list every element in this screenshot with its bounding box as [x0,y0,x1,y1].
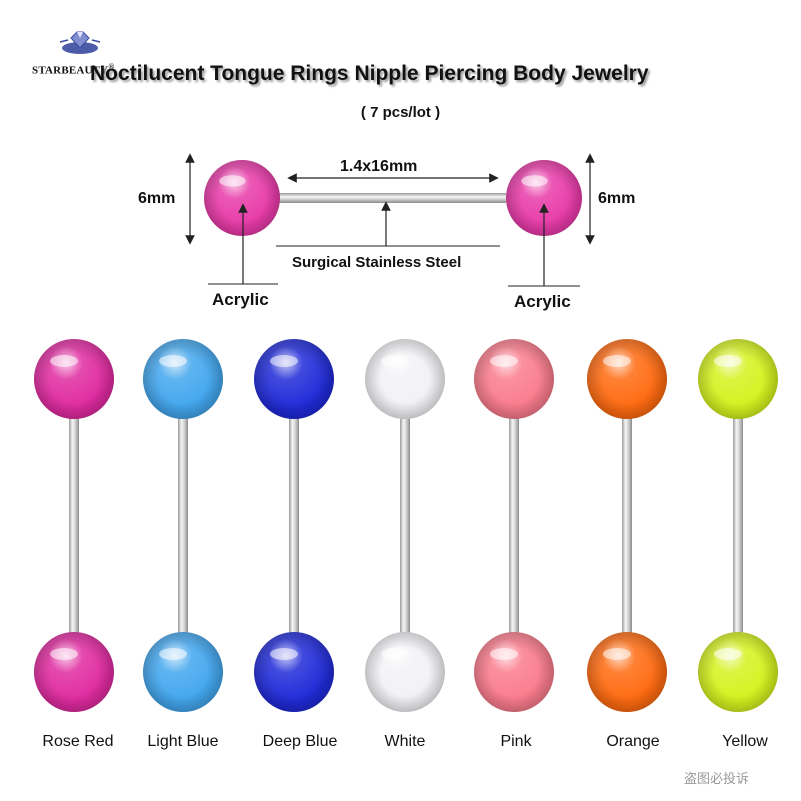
product-barbell [587,339,667,712]
product-barbell [365,339,445,712]
product-ball-top [698,339,778,419]
product-ball-top [587,339,667,419]
watermark-text: 盗图必投诉 [684,771,750,786]
ball-left-size-label: 6mm [138,190,176,207]
product-ball-top [254,339,334,419]
ball-highlight [490,648,518,660]
product-name-label: Orange [606,733,660,750]
diagram-ball [204,160,280,236]
ball-gloss [587,339,667,419]
page-subtitle: ( 7 pcs/lot ) [360,104,441,121]
product-barbell [698,339,778,712]
product-ball-top [34,339,114,419]
product-ball-top [365,339,445,419]
bar-material-label: Surgical Stainless Steel [292,254,462,271]
product-ball-bottom [474,632,554,712]
product-name-label: Rose Red [42,733,114,750]
product-name-label: Light Blue [147,733,219,750]
product-ball-top [143,339,223,419]
ball-gloss [143,632,223,712]
product-bar [509,405,519,645]
ball-highlight [603,648,631,660]
ball-gloss [254,339,334,419]
product-list [34,339,778,712]
product-ball-bottom [34,632,114,712]
ball-gloss [698,339,778,419]
diagram-bar [270,193,506,203]
ball-highlight [714,355,742,367]
product-bar [289,405,299,645]
ball-gloss [587,632,667,712]
ball-highlight [521,175,548,187]
product-name-label: Deep Blue [262,733,338,750]
product-ball-bottom [365,632,445,712]
diagram-ball-right [506,160,582,236]
product-bar [400,405,410,645]
ball-gloss [698,632,778,712]
ball-right-material-label: Acrylic [514,292,571,311]
ball-highlight [714,648,742,660]
ball-gloss [34,339,114,419]
product-barbell [34,339,114,712]
ball-highlight [159,355,187,367]
ball-left-material-label: Acrylic [212,290,269,309]
ball-highlight [50,648,78,660]
product-bar [622,405,632,645]
ball-gloss [143,339,223,419]
product-ball-top [474,339,554,419]
ball-gloss [365,632,445,712]
product-ball-bottom [698,632,778,712]
ball-gloss [254,632,334,712]
ball-gloss [474,632,554,712]
ball-highlight [381,355,409,367]
ball-highlight [50,355,78,367]
ball-highlight [490,355,518,367]
product-bar [178,405,188,645]
ball-gloss [474,339,554,419]
product-name-label: Pink [500,733,532,750]
ball-gloss [204,160,280,236]
product-barbell [254,339,334,712]
product-barbell [474,339,554,712]
ball-highlight [381,648,409,660]
ball-highlight [219,175,246,187]
ball-highlight [159,648,187,660]
ball-gloss [34,632,114,712]
product-bar [69,405,79,645]
bar-dimension-label: 1.4x16mm [340,158,418,175]
page-title: Noctilucent Tongue Rings Nipple Piercing… [90,62,649,85]
ball-right-size-label: 6mm [598,190,636,207]
product-name-label: White [384,733,426,750]
ball-highlight [270,648,298,660]
product-barbell [143,339,223,712]
product-ball-bottom [143,632,223,712]
diagram-ball-left [204,160,280,236]
ball-highlight [270,355,298,367]
product-bar [733,405,743,645]
registered-mark: ® [108,62,115,71]
ball-gloss [365,339,445,419]
brand-name: STARBEAUTY® [32,62,115,77]
brand-name-text: STARBEAUTY [32,64,109,77]
diagram-ball [506,160,582,236]
product-ball-bottom [254,632,334,712]
product-ball-bottom [587,632,667,712]
product-name-label: Yellow [722,733,768,750]
ball-highlight [603,355,631,367]
